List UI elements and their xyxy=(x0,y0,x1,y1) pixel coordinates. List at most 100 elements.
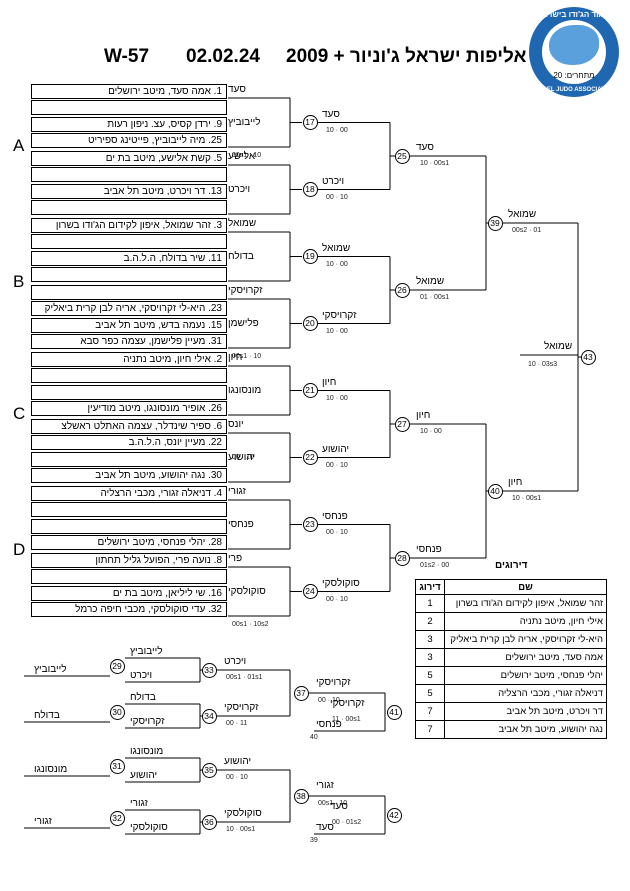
match-number: 33 xyxy=(201,662,217,678)
competitor-slot: 1. אמה סעד, מיטב ירושלים xyxy=(31,84,227,99)
seed-name: יהלי פנחסי, מיטב ירושלים xyxy=(444,666,607,685)
repechage-in-name: בדולח xyxy=(130,692,156,703)
repechage-r3-score: 00s1 · 10 xyxy=(318,800,348,807)
competitor-slot: 8. נועה פרי, הפועל גליל תחתון xyxy=(31,553,227,568)
round2-score: 10 · 00 xyxy=(326,260,348,268)
round3-name: שמואל xyxy=(416,276,445,287)
seed-name: זהר שמואל, איפון לקידום הג'ודו בשרון xyxy=(444,594,607,613)
competitor-slot xyxy=(31,200,227,215)
match-number: 29 xyxy=(109,658,125,674)
match-number: 37 xyxy=(293,685,309,701)
competitor-slot xyxy=(31,569,227,584)
round1-name: מונסונגו xyxy=(228,385,262,396)
seeds-title: דירוגים xyxy=(495,560,528,571)
competitor-slot: 2. אילי חיון, מיטב נתניה xyxy=(31,352,227,367)
competitor-slot xyxy=(31,167,227,182)
match-number: 32 xyxy=(109,810,125,826)
match-number: 43 xyxy=(580,349,596,365)
competitor-slot: 11. שיר בדולח, ה.ל.ה.ב xyxy=(31,251,227,266)
competitor-slot xyxy=(31,502,227,517)
match-number: 30 xyxy=(109,704,125,720)
repechage-bronze-score: 00 · 01s2 xyxy=(332,819,362,826)
competitor-slot: 30. נגה יהושוע, מיטב תל אביב xyxy=(31,468,227,483)
round2-name: סוקולסקי xyxy=(322,577,360,589)
pool-label: C xyxy=(13,404,26,423)
round1-name: פנחסי xyxy=(228,519,254,530)
round1-name: פלישמן xyxy=(228,318,259,329)
repechage-opponent-name: סעד xyxy=(316,822,334,833)
repechage-r2-score: 10 · 00s1 xyxy=(226,826,256,833)
repechage-bronze-score: 11 · 00s1 xyxy=(332,716,361,723)
round3-score: 10 · 00s1 xyxy=(420,160,450,167)
round1-name: שמואל xyxy=(228,218,257,229)
match-number: 17 xyxy=(302,115,318,130)
repechage-r2-name: סוקולסקי xyxy=(224,808,262,819)
competitor-slot: 28. יהלי פנחסי, מיטב ירושלים xyxy=(31,535,227,550)
repechage-r3-score: 00 · 10 xyxy=(318,697,340,704)
round1-name: סוקולסקי xyxy=(228,586,266,597)
competitor-slot: 22. מעיין יונס, ה.ל.ה.ב xyxy=(31,435,227,450)
match-number: 23 xyxy=(302,517,318,532)
round1-name: יונס xyxy=(228,419,244,430)
match-number: 21 xyxy=(302,383,318,398)
competitor-slot: 3. זהר שמואל, איפון לקידום הג'ודו בשרון xyxy=(31,218,227,233)
match-number: 36 xyxy=(201,814,217,830)
repechage-entry-name: מונסונגו xyxy=(34,764,68,775)
round1-score: 00 · 10 xyxy=(232,454,254,461)
final-score: 10 · 03s3 xyxy=(528,361,558,368)
seed-name: נגה יהושוע, מיטב תל אביב xyxy=(444,720,607,739)
seed-rank: 3 xyxy=(415,648,445,667)
round2-score: 00 · 10 xyxy=(326,193,348,201)
federation-logo: איגוד הג'ודו בישראל מתחרים: 20 ISRAEL JU… xyxy=(529,7,619,97)
round1-score: 00s1 · 10 xyxy=(232,152,262,159)
competitor-slot xyxy=(31,368,227,383)
repechage-bronze-name: זקרויסקי xyxy=(330,698,365,709)
repechage-r2-name: ויכרט xyxy=(224,656,247,667)
seed-name-header: שם xyxy=(444,579,607,595)
pool-label: D xyxy=(13,540,26,559)
round2-name: זקרויסקי xyxy=(322,309,357,321)
repechage-in-name: ויכרט xyxy=(130,670,153,681)
repechage-in-name: זקרויסקי xyxy=(130,716,165,727)
competitor-slot xyxy=(31,452,227,467)
match-number: 26 xyxy=(394,282,410,298)
round2-name: סעד xyxy=(322,108,340,120)
seed-name: דניאלה זגורי, מכבי הרצליה xyxy=(444,684,607,703)
seed-name: אמה סעד, מיטב ירושלים xyxy=(444,648,607,667)
event-title: אליפות ישראל ג'וניור + 2009 xyxy=(286,46,527,67)
competitor-slot xyxy=(31,519,227,534)
round2-name: ויכרט xyxy=(322,175,345,187)
logo-top-text: איגוד הג'ודו בישראל xyxy=(537,10,611,19)
round3-score: 01 · 00s1 xyxy=(420,294,450,301)
seed-rank: 5 xyxy=(415,666,445,685)
semifinal-name: שמואל xyxy=(508,209,537,220)
round2-score: 10 · 00 xyxy=(326,327,348,335)
competitor-slot: 13. דר ויכרט, מיטב תל אביב xyxy=(31,184,227,199)
match-number: 24 xyxy=(302,584,318,599)
competitor-slot: 15. נעמה בדש, מיטב תל אביב xyxy=(31,318,227,333)
seed-rank: 2 xyxy=(415,612,445,631)
division-code: W-57 xyxy=(104,46,150,67)
repechage-in-name: זגורי xyxy=(130,798,148,809)
repechage-bronze-name: סעד xyxy=(330,801,348,812)
round2-score: 00 · 10 xyxy=(326,461,348,469)
round1-name: אלישע xyxy=(228,151,256,162)
semifinal-score: 10 · 00s1 xyxy=(512,495,542,502)
seed-rank: 7 xyxy=(415,720,445,739)
repechage-in-name: יהושוע xyxy=(130,770,158,781)
round2-score: 00 · 10 xyxy=(326,595,348,603)
round3-score: 10 · 00 xyxy=(420,428,442,435)
competitor-slot: 6. ספיר שינדלר, עצמה האתלט ראשלצ xyxy=(31,419,227,434)
round1-name: סעד xyxy=(228,84,246,95)
competitor-slot: 23. היא-לי זקרויסקי, אריה לבן קרית ביאלי… xyxy=(31,301,227,316)
seed-rank-header: דירוג xyxy=(415,579,445,595)
round2-name: יהושוע xyxy=(322,443,350,455)
participants-count: מתחרים: 20 xyxy=(553,71,595,80)
round3-score: 01s2 · 00 xyxy=(420,562,450,569)
